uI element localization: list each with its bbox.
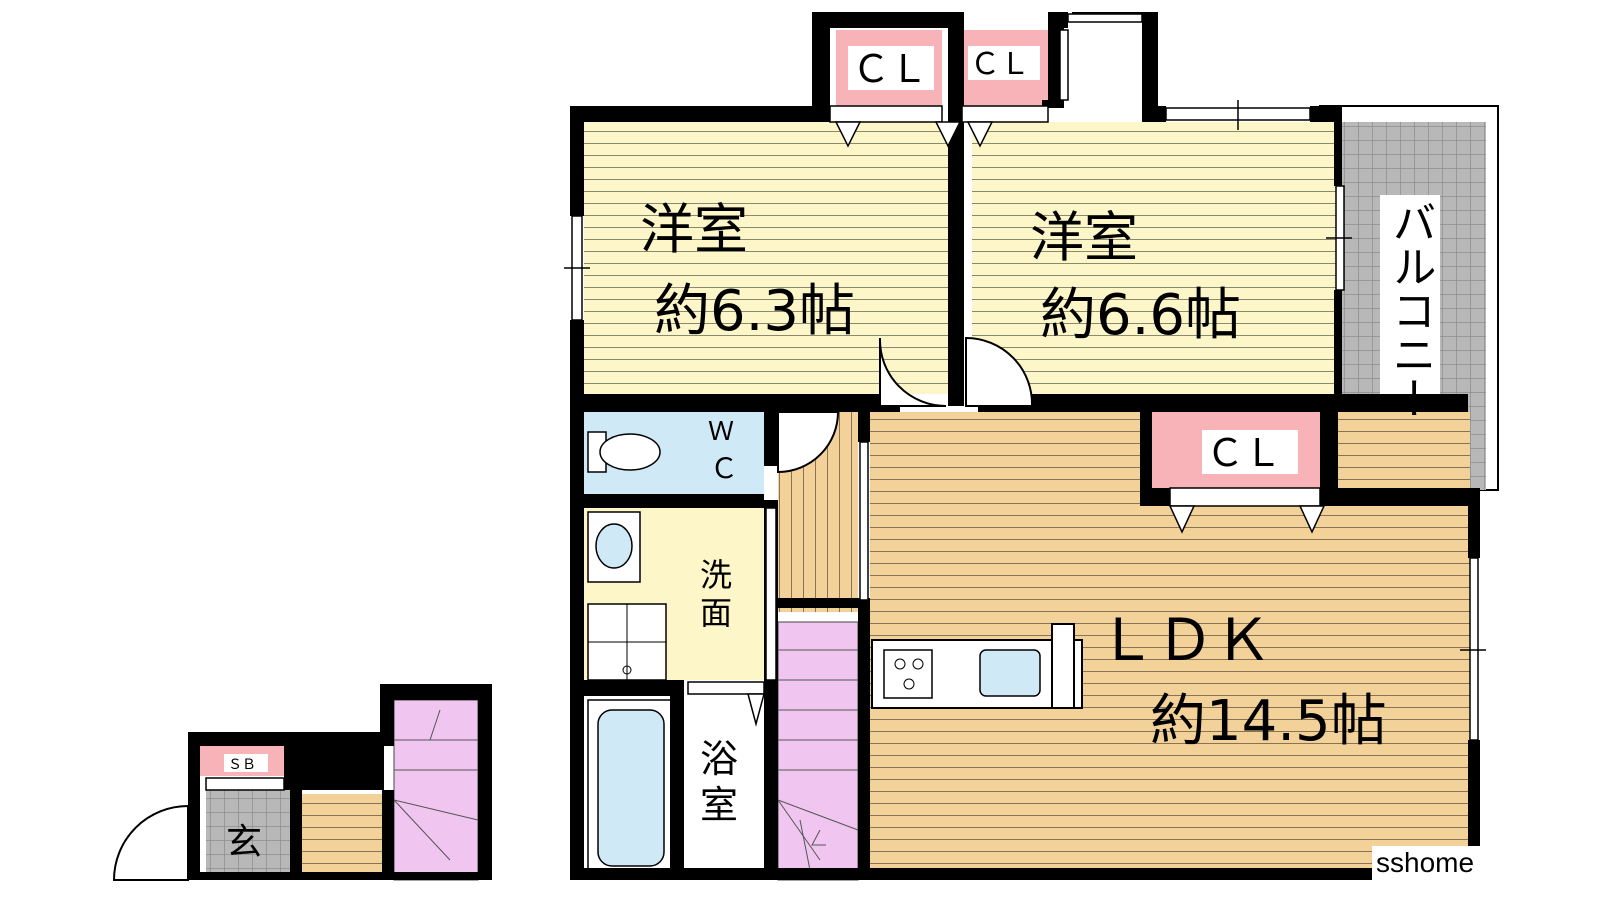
bath-label-2: 室 — [700, 783, 738, 827]
toilet — [587, 431, 661, 473]
western-right-size: 約6.6帖 — [1040, 283, 1241, 348]
walls — [188, 12, 1480, 880]
bathtub — [587, 699, 675, 877]
window-marks — [564, 100, 1486, 651]
closet-top-left-label: ＣＬ — [852, 47, 928, 91]
shoe-box-label: ＳＢ — [228, 757, 256, 773]
stairs-lower — [393, 699, 479, 881]
washroom-label-1: 洗 — [700, 556, 732, 594]
wc-label-c: Ｃ — [710, 452, 738, 485]
western-right-name: 洋室 — [1030, 206, 1138, 269]
watermark: sshome — [1376, 847, 1474, 878]
ldk-name: ＬＤＫ — [1098, 606, 1272, 674]
hall-sliders — [765, 441, 869, 681]
washbasin — [587, 511, 641, 583]
closet-ldk-label: ＣＬ — [1206, 431, 1282, 475]
bath-label-1: 浴 — [700, 737, 738, 781]
balcony-label: バルコニー — [1385, 200, 1436, 420]
entrance-label: 玄 — [226, 822, 262, 863]
wc-label-w: Ｗ — [708, 417, 734, 447]
washroom-label-2: 面 — [700, 594, 732, 632]
washing-machine-space — [587, 603, 667, 681]
western-room-left — [584, 122, 952, 394]
closet-top-right-label: ＣＬ — [970, 47, 1030, 82]
western-room-right — [972, 122, 1342, 394]
doors — [112, 336, 1034, 881]
kitchen-counter — [871, 623, 1083, 709]
closet-doors — [205, 105, 1326, 791]
stair-lines — [393, 649, 859, 871]
ldk-size: 約14.5帖 — [1150, 689, 1387, 754]
entrance-floor — [206, 778, 290, 880]
entrance-hall-floor — [302, 794, 382, 880]
stairs-upper — [777, 621, 859, 881]
western-left-name: 洋室 — [640, 198, 748, 261]
western-left-size: 約6.3帖 — [654, 279, 855, 344]
labels: 洋室 約6.3帖 洋室 約6.6帖 ＣＬ ＣＬ ＣＬ ＬＤＫ 約14.5帖 Ｗ … — [226, 47, 1482, 880]
